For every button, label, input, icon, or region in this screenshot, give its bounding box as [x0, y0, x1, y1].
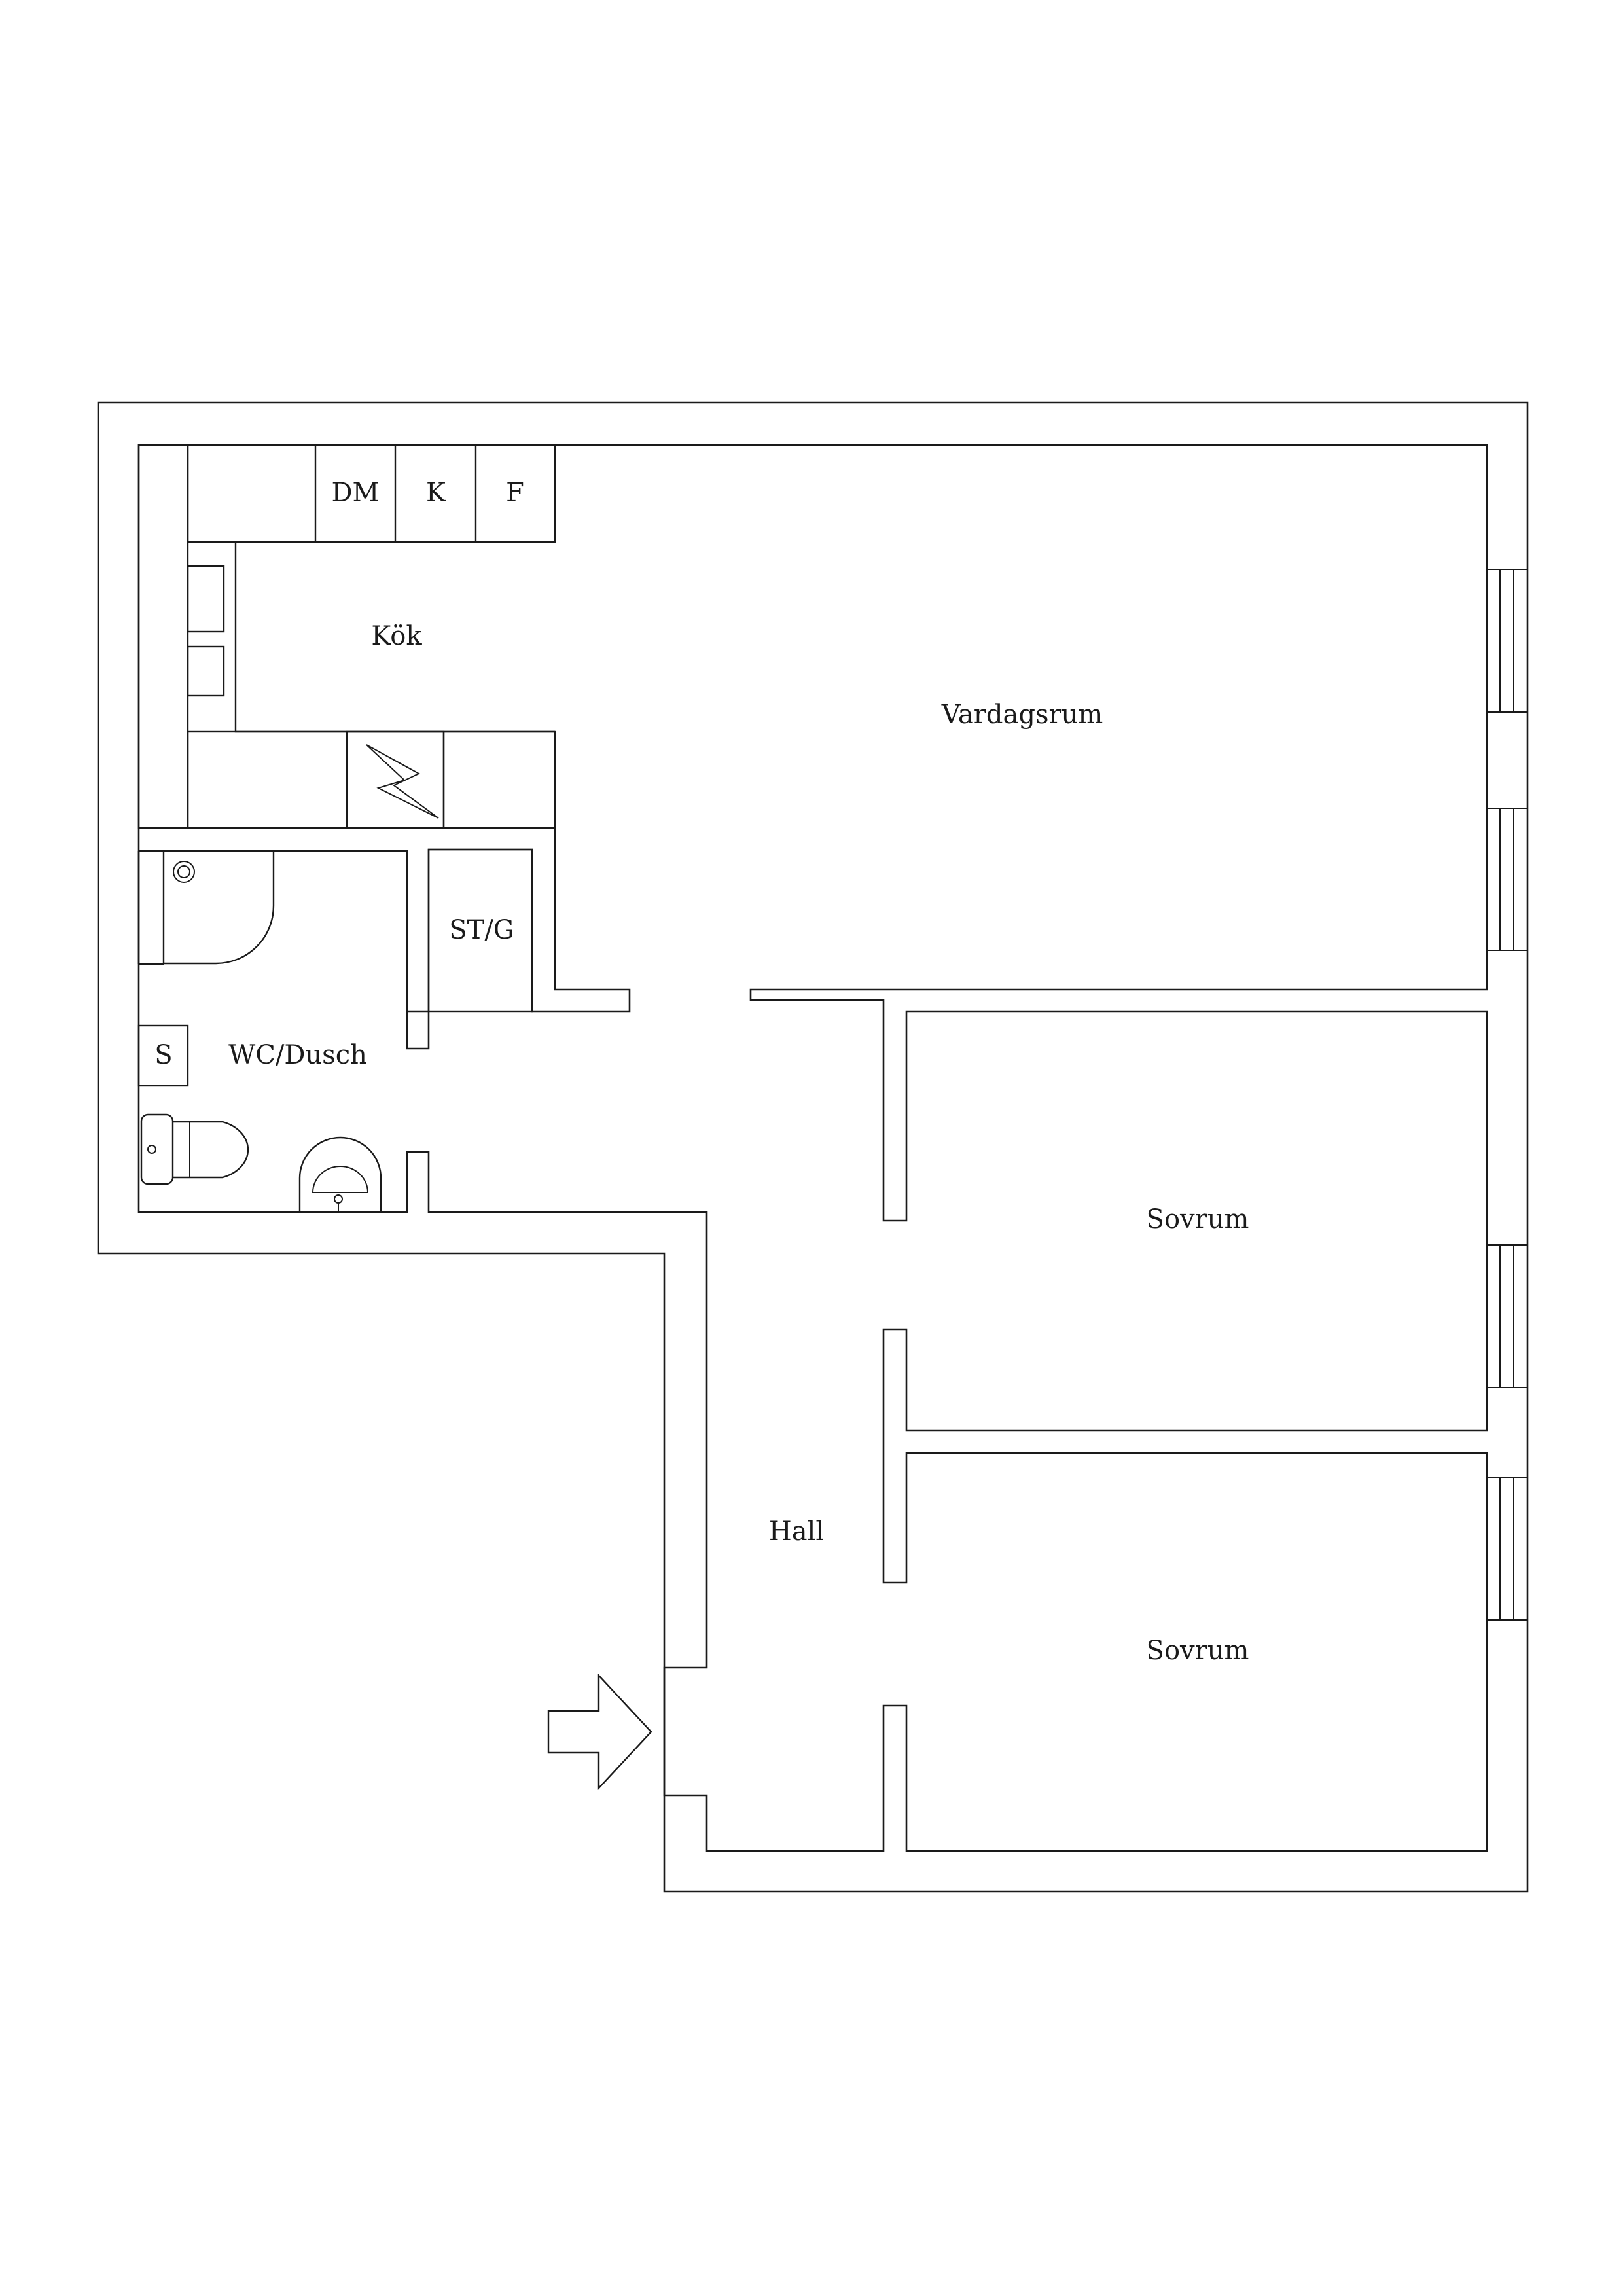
- appliance-label-fridge: F: [506, 478, 524, 508]
- room-label-bathroom: WC/Dusch: [228, 1040, 367, 1070]
- window: [1486, 569, 1528, 713]
- shower-drain-icon: [173, 861, 195, 883]
- room-label-kitchen: Kök: [371, 621, 422, 651]
- kitchen-sink-box: [187, 565, 225, 633]
- sink-drain-icon: [334, 1194, 343, 1204]
- appliance-label-freezer: K: [426, 478, 446, 508]
- room-label-living-room: Vardagsrum: [941, 700, 1103, 730]
- electric-symbol-icon: [366, 744, 439, 819]
- outer-wall: [97, 401, 1529, 1893]
- kitchen-counter-left: [137, 444, 189, 829]
- room-label-bedroom-1: Sovrum: [1147, 1204, 1249, 1234]
- window: [1486, 1244, 1528, 1388]
- toilet-bowl: [173, 1121, 249, 1179]
- entrance-arrow-icon: [547, 1673, 652, 1791]
- appliance-label-washer: S: [154, 1040, 172, 1070]
- room-label-bedroom-2: Sovrum: [1147, 1636, 1249, 1666]
- toilet-seat-connector: [173, 1121, 190, 1178]
- kitchen-sink-box: [187, 645, 225, 697]
- toilet-flush-icon: [147, 1145, 156, 1154]
- toilet-tank: [140, 1113, 174, 1185]
- washing-machine: [137, 1024, 189, 1087]
- bathroom-sink-basin: [312, 1166, 369, 1193]
- kitchen-wall: [139, 827, 631, 1013]
- bathroom-sink: [298, 1136, 382, 1212]
- window: [1486, 808, 1528, 951]
- kitchen-counter-bottom: [187, 730, 556, 829]
- window: [1486, 1477, 1528, 1621]
- room-label-storage: ST/G: [449, 915, 514, 945]
- shower-tray: [162, 851, 275, 965]
- bathroom-partition: [406, 851, 430, 1050]
- inner-wall-main: [137, 444, 1488, 1852]
- storage-closet: [427, 848, 533, 1013]
- appliance-label-dishwasher: DM: [331, 478, 379, 508]
- room-label-hall: Hall: [769, 1516, 824, 1547]
- shower-drain-icon: [177, 865, 190, 878]
